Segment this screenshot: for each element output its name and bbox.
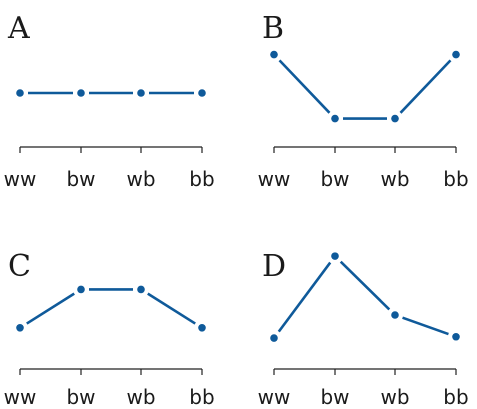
x-tick-label: bb — [443, 167, 468, 191]
data-point — [77, 285, 85, 294]
panel-b: Bww bw wb bb — [258, 11, 469, 191]
data-point — [452, 50, 460, 59]
x-tick-label: wb — [380, 167, 409, 191]
x-tick-label: wb — [126, 385, 155, 409]
x-tick-label: bb — [443, 385, 468, 409]
data-point — [270, 50, 278, 59]
series-line-segment — [277, 261, 332, 333]
series-line-segment — [339, 260, 391, 311]
data-point — [391, 311, 399, 319]
series-line-segment — [399, 59, 452, 114]
data-point — [198, 324, 206, 332]
data-point — [452, 332, 460, 341]
data-point — [16, 89, 24, 97]
data-point — [270, 334, 278, 342]
x-tick-label: wb — [126, 167, 155, 191]
data-point — [391, 114, 399, 123]
panel-label: D — [262, 249, 286, 284]
series-line-segment — [147, 292, 196, 325]
data-point — [137, 89, 145, 97]
panel-label: B — [262, 11, 284, 46]
series-line-segment — [402, 316, 449, 336]
panel-a: Aww bw wb bb — [4, 11, 215, 191]
x-tick-label: ww — [4, 385, 37, 409]
x-tick-label: bw — [66, 385, 95, 409]
x-tick-label: ww — [4, 167, 37, 191]
x-tick-label: bw — [320, 167, 349, 191]
panel-label: C — [8, 249, 31, 284]
panel-c: Cww bw wb bb — [4, 249, 215, 409]
x-tick-label: bw — [66, 167, 95, 191]
data-point — [198, 89, 206, 97]
x-tick-label: ww — [258, 167, 291, 191]
x-tick-label: bb — [189, 167, 214, 191]
x-tick-label: bw — [320, 385, 349, 409]
series-line-segment — [26, 292, 75, 325]
data-point — [77, 89, 85, 97]
x-tick-label: bb — [189, 385, 214, 409]
data-point — [331, 252, 339, 260]
x-tick-label: ww — [258, 385, 291, 409]
data-point — [137, 285, 145, 294]
data-point — [16, 324, 24, 332]
data-point — [331, 114, 339, 123]
series-line-segment — [278, 59, 331, 114]
panel-label: A — [7, 11, 30, 46]
x-tick-label: wb — [380, 385, 409, 409]
panel-d: Dww bw wb bb — [258, 249, 469, 409]
